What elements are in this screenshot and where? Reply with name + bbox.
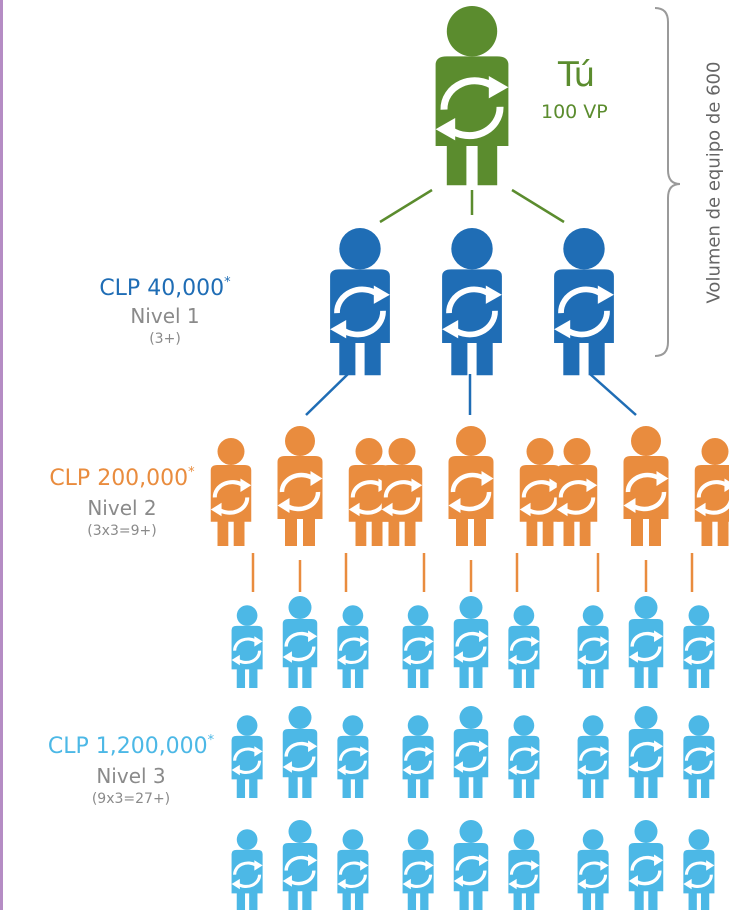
left-border-line <box>0 0 3 910</box>
person-icon <box>231 605 263 688</box>
level3-labels: CLP 1,200,000* Nivel 3 (9x3=27+) <box>18 733 244 807</box>
level1-to-level2-connectors <box>305 373 637 416</box>
level3-group-icon <box>577 706 715 798</box>
level3-group-icon <box>402 820 540 910</box>
level3-group-icon <box>402 706 540 798</box>
level2-group-icon <box>556 426 729 547</box>
person-icon <box>508 715 540 798</box>
level1-person-icon <box>330 228 390 376</box>
level2-amount: CLP 200,000* <box>49 465 195 491</box>
person-icon <box>282 820 318 910</box>
level3-group-icon <box>577 820 715 910</box>
level1-amount: CLP 40,000* <box>99 275 231 301</box>
person-icon <box>577 829 609 910</box>
person-icon <box>577 605 609 688</box>
level2-group-icon <box>210 426 390 546</box>
person-icon <box>683 715 715 798</box>
person-icon <box>337 715 369 798</box>
person-icon <box>402 829 434 910</box>
person-icon <box>277 426 323 546</box>
person-icon <box>210 438 252 546</box>
person-icon <box>683 605 715 688</box>
person-icon <box>448 426 494 546</box>
level1-name: Nivel 1 <box>130 304 200 328</box>
level2-labels: CLP 200,000* Nivel 2 (3x3=9+) <box>22 465 222 539</box>
person-icon <box>623 426 669 546</box>
person-icon <box>453 596 489 688</box>
level1-person-icon <box>442 228 502 376</box>
level2-group-icon <box>381 426 561 546</box>
level3-group-icon <box>231 706 369 798</box>
level3-group-icon <box>231 820 369 910</box>
team-volume-bracket <box>654 7 681 357</box>
level3-amount: CLP 1,200,000* <box>47 733 215 759</box>
person-icon <box>337 605 369 688</box>
level1-person-icon <box>554 228 614 376</box>
level2-count: (3x3=9+) <box>87 523 157 539</box>
level3-group-icon <box>231 596 369 688</box>
person-icon <box>337 829 369 910</box>
person-icon <box>381 438 423 546</box>
person-icon <box>402 715 434 798</box>
person-icon <box>282 596 318 688</box>
level3-count: (9x3=27+) <box>91 791 171 807</box>
person-icon <box>231 715 263 798</box>
level3-group-icon <box>577 596 715 688</box>
level2-name: Nivel 2 <box>87 496 157 520</box>
you-title: Tú <box>558 55 596 95</box>
person-icon <box>402 605 434 688</box>
person-icon <box>348 438 390 546</box>
person-icon <box>694 438 729 547</box>
person-icon <box>628 706 664 798</box>
level1-count: (3+) <box>149 331 181 347</box>
person-icon <box>556 438 598 546</box>
you-to-level1-connectors <box>379 188 565 224</box>
level1-labels: CLP 40,000* Nivel 1 (3+) <box>80 275 250 347</box>
person-icon <box>231 829 263 910</box>
person-icon <box>453 706 489 798</box>
team-volume-label: Volumen de equipo de 600 <box>703 61 725 304</box>
level2-to-level3-connectors <box>251 553 694 592</box>
person-icon <box>282 706 318 798</box>
person-icon <box>628 820 664 910</box>
person-icon <box>628 596 664 688</box>
person-icon <box>508 605 540 688</box>
person-icon <box>519 438 561 546</box>
you-points: 100 VP <box>541 101 608 123</box>
person-icon <box>508 829 540 910</box>
level3-group-icon <box>402 596 540 688</box>
you-person-icon <box>435 6 509 186</box>
person-icon <box>683 829 715 910</box>
person-icon <box>577 715 609 798</box>
level3-name: Nivel 3 <box>96 764 166 788</box>
person-icon <box>453 820 489 910</box>
